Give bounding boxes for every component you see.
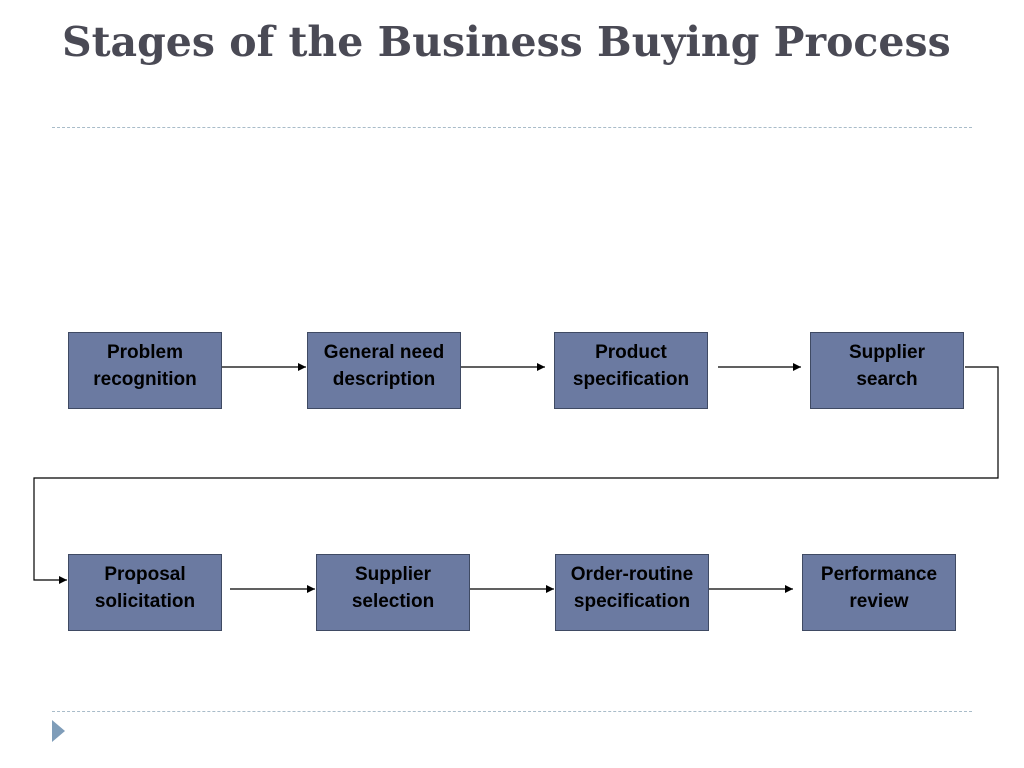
stage-order-routine-specification: Order-routine specification (555, 554, 709, 631)
stage-label: Proposal solicitation (94, 563, 196, 612)
footer-divider (52, 711, 972, 712)
title-divider (52, 127, 972, 128)
stage-label: Supplier selection (351, 563, 435, 612)
slide-title: Stages of the Business Buying Process (62, 18, 951, 66)
stage-label: Performance review (820, 563, 938, 612)
stage-performance-review: Performance review (802, 554, 956, 631)
stage-supplier-selection: Supplier selection (316, 554, 470, 631)
stage-label: General need description (323, 341, 445, 390)
stage-supplier-search: Supplier search (810, 332, 964, 409)
stage-label: Product specification (572, 341, 690, 390)
stage-label: Order-routine specification (570, 563, 694, 612)
stage-label: Problem recognition (93, 341, 197, 390)
arrow-supplier-search-to-proposal (33, 366, 999, 584)
stage-problem-recognition: Problem recognition (68, 332, 222, 409)
stage-label: Supplier search (848, 341, 925, 390)
stage-proposal-solicitation: Proposal solicitation (68, 554, 222, 631)
stage-general-need-description: General need description (307, 332, 461, 409)
triangle-bullet-icon (52, 720, 65, 742)
stage-product-specification: Product specification (554, 332, 708, 409)
